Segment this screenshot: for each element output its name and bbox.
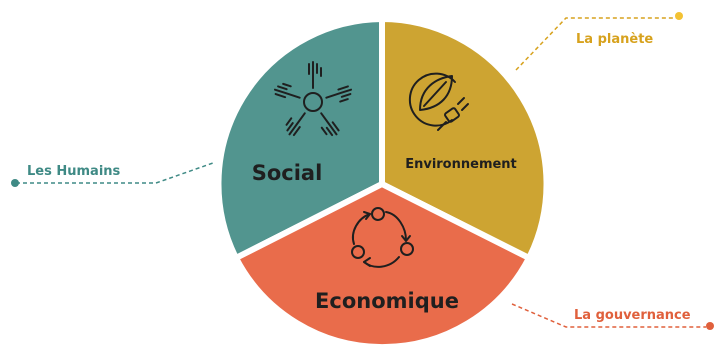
callout-humans-line bbox=[16, 162, 214, 184]
segment-environment bbox=[379, 16, 550, 261]
callout-planet-line bbox=[515, 17, 676, 71]
segment-social-label: Social bbox=[252, 161, 323, 185]
callout-humans-label: Les Humains bbox=[27, 164, 121, 179]
callout-planet: La planète bbox=[515, 12, 683, 71]
callout-governance-dot bbox=[706, 322, 714, 330]
hands-circle-icon bbox=[273, 61, 353, 137]
segment-economic-label: Economique bbox=[315, 289, 459, 313]
callout-planet-dot bbox=[675, 12, 683, 20]
segment-environment-label: Environnement bbox=[405, 157, 517, 172]
callout-governance-label: La gouvernance bbox=[574, 308, 691, 323]
callout-governance-line bbox=[511, 303, 706, 328]
callout-governance: La gouvernance bbox=[511, 303, 714, 330]
leaf-plug-icon bbox=[408, 72, 469, 131]
cycle-arrows-icon bbox=[351, 207, 414, 268]
callout-humans: Les Humains bbox=[11, 162, 214, 187]
callout-humans-dot bbox=[11, 179, 19, 187]
segment-social bbox=[215, 16, 385, 261]
callout-planet-label: La planète bbox=[576, 32, 653, 47]
